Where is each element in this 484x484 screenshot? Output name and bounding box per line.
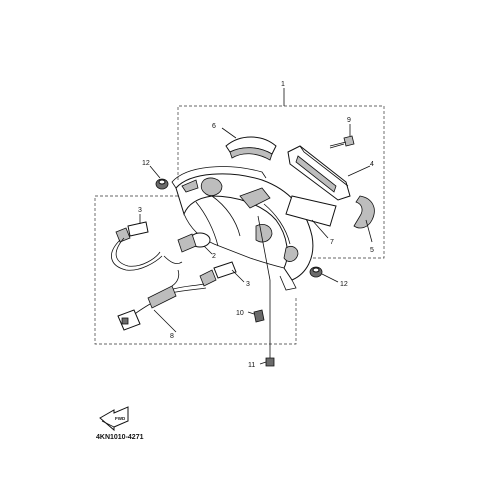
socket-left bbox=[115, 221, 149, 243]
callout-5: 5 bbox=[370, 247, 374, 254]
callout-3-upper: 3 bbox=[138, 207, 142, 214]
grommet-upper bbox=[155, 178, 169, 190]
side-cap bbox=[353, 195, 375, 229]
callout-8: 8 bbox=[170, 333, 174, 340]
callout-6: 6 bbox=[212, 123, 216, 130]
nut-10 bbox=[253, 309, 265, 323]
leader-lines bbox=[139, 88, 373, 365]
cowling-bracket bbox=[171, 166, 314, 291]
fwd-label: FWD bbox=[115, 416, 126, 421]
wiring-harness bbox=[111, 237, 207, 331]
side-plate bbox=[287, 145, 351, 201]
callout-1: 1 bbox=[281, 81, 285, 88]
callout-11: 11 bbox=[248, 362, 255, 369]
label-sticker bbox=[285, 195, 337, 227]
callout-4: 4 bbox=[370, 161, 374, 168]
callout-10: 10 bbox=[236, 310, 244, 317]
lower-group-boundary bbox=[94, 195, 297, 345]
callout-7: 7 bbox=[330, 239, 334, 246]
grommet-lower bbox=[309, 266, 323, 278]
upper-group-boundary bbox=[177, 105, 385, 259]
socket-right bbox=[199, 261, 237, 287]
callout-12-lower: 12 bbox=[340, 281, 348, 288]
fwd-arrow-icon: FWD bbox=[99, 406, 129, 432]
bolt-11 bbox=[265, 280, 275, 367]
screw-9 bbox=[329, 135, 355, 149]
alignment-line bbox=[257, 215, 271, 281]
callout-2: 2 bbox=[212, 253, 216, 260]
top-cover-cap bbox=[225, 136, 277, 161]
callout-9: 9 bbox=[347, 117, 351, 124]
bulb bbox=[177, 232, 211, 253]
diagram-code: 4KN1010-4271 bbox=[96, 434, 144, 441]
callout-12-upper: 12 bbox=[142, 160, 150, 167]
callout-3-lower: 3 bbox=[246, 281, 250, 288]
